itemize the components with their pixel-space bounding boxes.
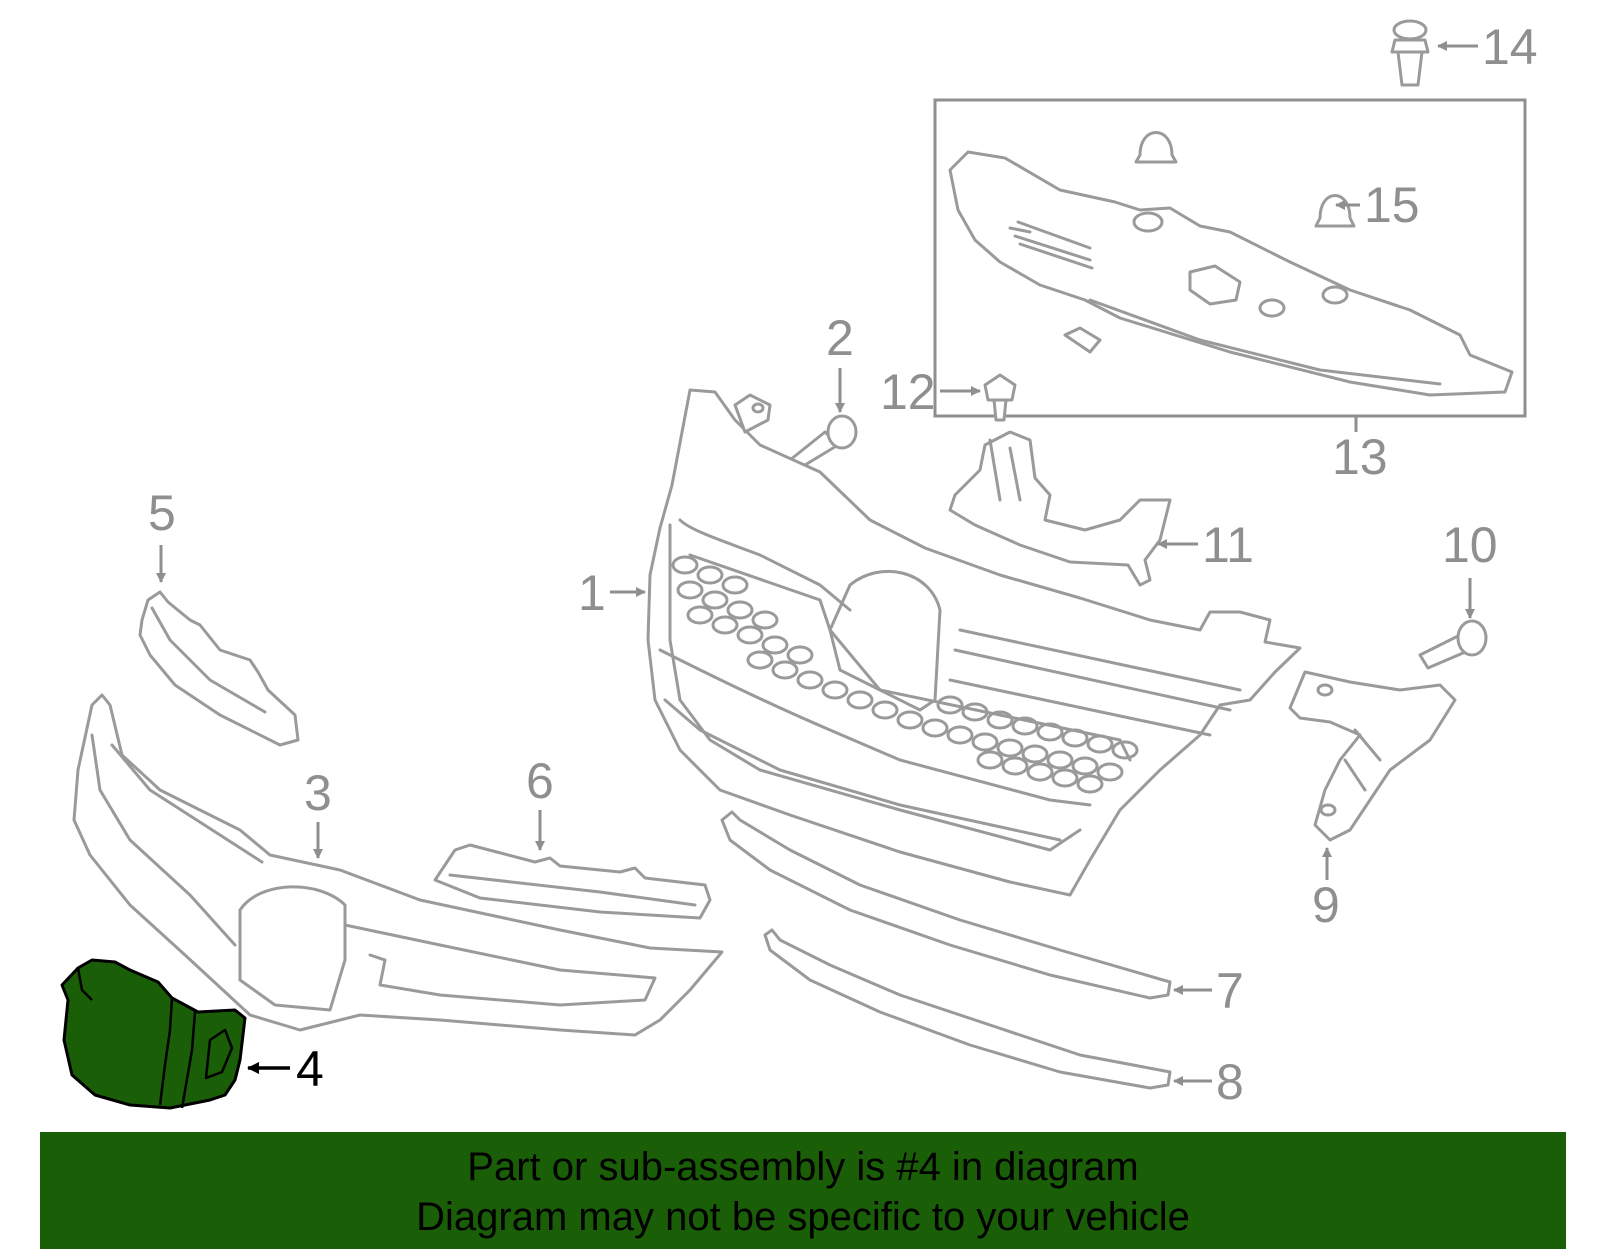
part-1-grille [610,388,1302,897]
banner-part-notice: Part or sub-assembly is #4 in diagram [467,1145,1139,1189]
part-11-bracket [948,430,1198,587]
part-12-bolt [940,373,1017,422]
info-banner: Part or sub-assembly is #4 in diagram Di… [40,1132,1566,1249]
part-2-screw [788,368,858,470]
callout-6: 6 [526,753,554,809]
part-13-upper-cover [933,98,1527,418]
part-10-screw [1418,578,1488,670]
callout-10: 10 [1442,517,1498,573]
callout-14: 14 [1482,19,1538,75]
callout-9: 9 [1312,877,1340,933]
part-8-lower-trim-strip [763,928,1212,1090]
part-13-box [933,98,1527,418]
part-1-honeycomb-mesh [671,555,1139,794]
part-15-clip-b [1314,194,1356,228]
callout-1: 1 [578,565,606,621]
callout-8: 8 [1216,1054,1244,1110]
callout-11: 11 [1202,517,1254,573]
part-15-clip-a [1134,131,1178,164]
part-3-lower-grille-frame [72,693,724,1037]
callout-3: 3 [304,765,332,821]
banner-disclaimer: Diagram may not be specific to your vehi… [416,1195,1190,1239]
callout-12: 12 [880,364,936,420]
callout-4: 4 [296,1041,324,1097]
part-4-fog-light-cover-highlighted [60,958,290,1110]
part-9-side-bracket [1288,670,1457,880]
part-14-push-clip [1390,19,1478,87]
part-6-side-molding [433,810,712,920]
callout-15: 15 [1364,177,1420,233]
callout-5: 5 [148,485,176,541]
part-7-trim-strip [720,810,1212,1000]
callout-7: 7 [1216,963,1244,1019]
part-5-molding [138,545,300,747]
callout-13: 13 [1332,429,1388,485]
callout-2: 2 [826,310,854,366]
